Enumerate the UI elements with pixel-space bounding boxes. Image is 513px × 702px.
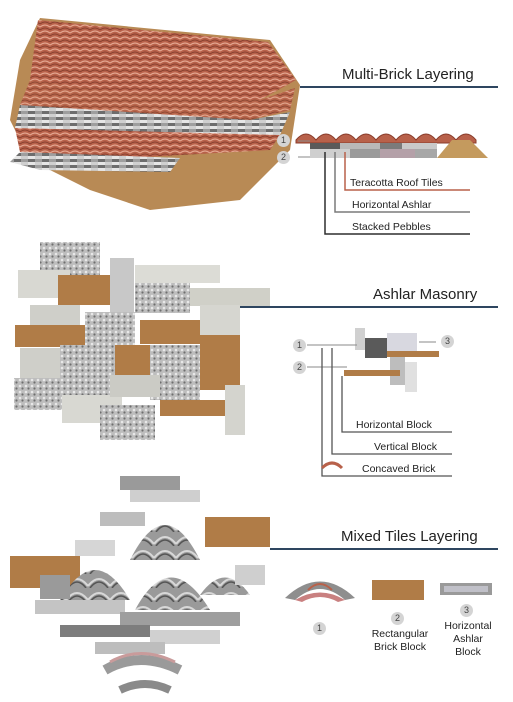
label-concaved-brick: Concaved Brick (362, 463, 436, 475)
title-underline (270, 548, 498, 550)
callout-number-2: 2 (277, 151, 290, 164)
label-horizontal-ashlar-block: Horizontal Ashlar Block (444, 620, 492, 658)
multi-brick-diagram (295, 133, 488, 235)
callout-number-1: 1 (277, 134, 290, 147)
label-vertical-block: Vertical Block (374, 441, 438, 453)
mixed-tiles-illustration (10, 476, 270, 694)
label-horizontal-ashlar: Horizontal Ashlar (352, 199, 432, 211)
item-number-3: 3 (460, 604, 473, 617)
item-number-2: 2 (391, 612, 404, 625)
item-number-1: 1 (313, 622, 326, 635)
section-title-multi-brick: Multi-Brick Layering (342, 66, 474, 83)
title-underline (240, 306, 498, 308)
callout-number-1: 1 (293, 339, 306, 352)
ashlar-masonry-illustration (14, 242, 270, 440)
title-underline (300, 86, 498, 88)
section-title-ashlar-masonry: Ashlar Masonry (373, 286, 478, 303)
ashlar-masonry-diagram (307, 328, 452, 477)
label-teracotta-roof-tiles: Teracotta Roof Tiles (350, 177, 443, 189)
callout-number-3: 3 (441, 335, 454, 348)
label-stacked-pebbles: Stacked Pebbles (352, 221, 431, 233)
label-horizontal-block: Horizontal Block (356, 419, 432, 431)
mixed-tiles-items (285, 580, 492, 602)
callout-number-2: 2 (293, 361, 306, 374)
multi-brick-illustration (10, 18, 300, 210)
label-rectangular-brick-block: Rectangular Brick Block (371, 628, 429, 653)
section-title-mixed-tiles: Mixed Tiles Layering (341, 528, 478, 545)
